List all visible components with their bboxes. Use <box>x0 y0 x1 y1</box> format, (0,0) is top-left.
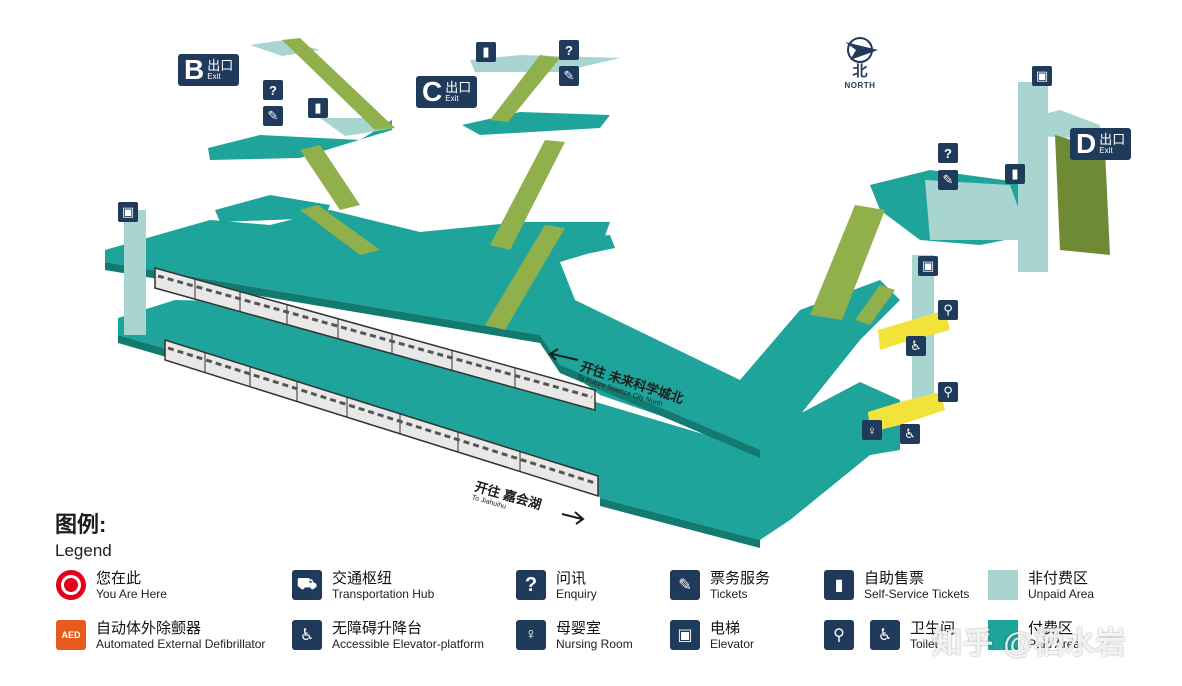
lower-concourse <box>585 382 900 540</box>
unpaid-area-swatch <box>988 570 1018 600</box>
mezzanine-b <box>208 120 392 160</box>
train-upper <box>154 267 596 411</box>
nursing-room-sign: ♀ <box>862 420 882 440</box>
accessible-toilet-icon: ♿ <box>870 620 900 650</box>
lower-concourse-edge <box>600 498 760 548</box>
nursing-room-icon: ♀ <box>516 620 546 650</box>
toilet-sign-upper: ⚲ <box>938 300 958 320</box>
ticket-icon: ✎ <box>670 570 700 600</box>
ticket-sign-c: ✎ <box>559 66 579 86</box>
escalator-b-mid <box>300 145 360 210</box>
unpaid-d <box>925 180 1030 240</box>
accessible-lift-icon: ♿ <box>292 620 322 650</box>
mezzanine-mid-c <box>430 235 615 278</box>
enquiry-sign-c: ? <box>559 40 579 60</box>
escalator-d-low <box>855 285 895 325</box>
north-indicator: 北 NORTH <box>844 63 876 90</box>
escalator-b-low <box>300 205 380 255</box>
ticket-machine-sign-b: ▮ <box>308 98 328 118</box>
enquiry-sign-d: ? <box>938 143 958 163</box>
ticket-machine-sign-c: ▮ <box>476 42 496 62</box>
question-icon: ? <box>516 570 546 600</box>
ticket-machine-sign-d: ▮ <box>1005 164 1025 184</box>
ticket-machine-icon: ▮ <box>824 570 854 600</box>
lower-platform <box>118 300 740 470</box>
paid-area-swatch <box>988 620 1018 650</box>
elevator-sign-right: ▣ <box>918 256 938 276</box>
toilet-sign-lower: ⚲ <box>938 382 958 402</box>
direction-arrow-left <box>548 348 579 361</box>
toilet-icon: ⚲ <box>824 620 854 650</box>
north-arrow-icon <box>845 37 878 63</box>
accessible-toilet-sign-upper: ♿ <box>906 336 926 356</box>
you-are-here-icon <box>56 570 86 600</box>
direction-arrow-right <box>561 511 585 525</box>
mezzanine-c <box>462 112 610 135</box>
transport-hub-icon: ⛟ <box>292 570 322 600</box>
ticket-sign-b: ✎ <box>263 106 283 126</box>
escalator-d <box>810 205 885 320</box>
elevator-shaft-left <box>124 210 146 335</box>
accessible-toilet-sign-lower: ♿ <box>900 424 920 444</box>
legend-title: 图例: Legend <box>55 512 112 560</box>
exit-d-stairs <box>1055 135 1110 255</box>
enquiry-sign-b: ? <box>263 80 283 100</box>
toilet-block-upper <box>878 310 950 350</box>
escalator-c-low <box>485 225 565 330</box>
train-lower <box>164 338 599 498</box>
watermark: 知乎 @栖水岩 <box>932 627 1127 660</box>
escalator-b-top <box>282 38 395 130</box>
elevator-sign-left: ▣ <box>118 202 138 222</box>
escalator-c-top <box>490 55 560 122</box>
aed-icon: AED <box>56 620 86 650</box>
upper-platform <box>105 210 900 450</box>
elevator-sign-d: ▣ <box>1032 66 1052 86</box>
escalator-c-mid <box>490 140 565 250</box>
elevator-icon: ▣ <box>670 620 700 650</box>
ticket-sign-d: ✎ <box>938 170 958 190</box>
mezzanine-mid <box>215 195 330 222</box>
toilet-block-lower <box>868 392 945 432</box>
